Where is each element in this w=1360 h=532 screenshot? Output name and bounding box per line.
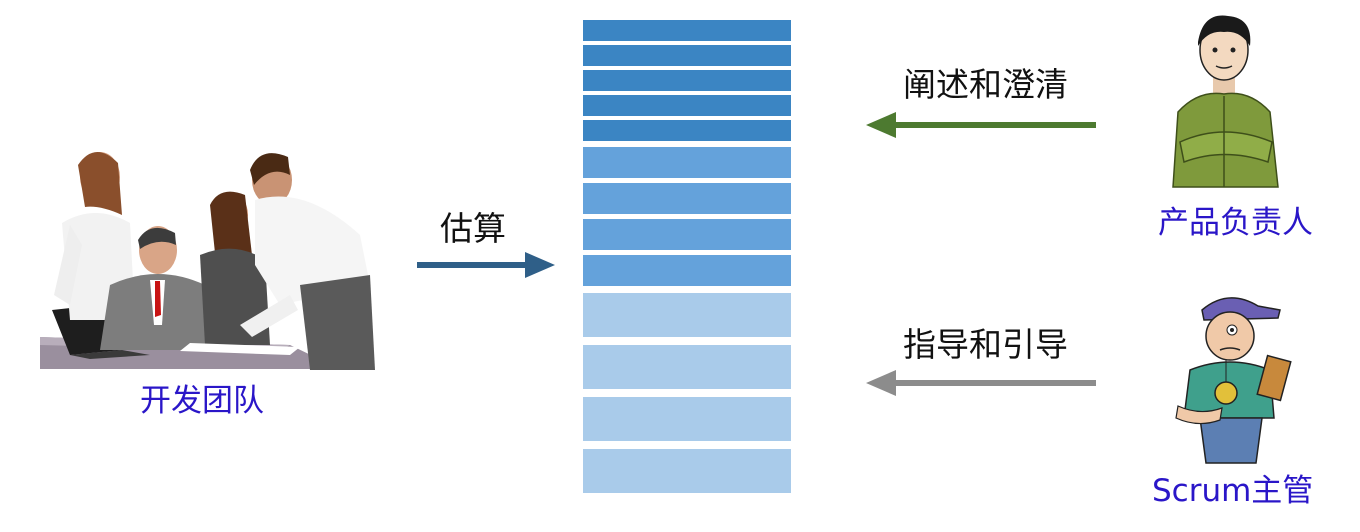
product-owner-label: 产品负责人 bbox=[1158, 205, 1313, 241]
guide-coach-label: 指导和引导 bbox=[903, 325, 1068, 364]
explain-clarify-label: 阐述和澄清 bbox=[903, 65, 1068, 104]
backlog-item bbox=[583, 20, 791, 41]
backlog-item bbox=[583, 397, 791, 441]
backlog-item bbox=[583, 120, 791, 141]
backlog-item bbox=[583, 147, 791, 178]
backlog-item bbox=[583, 45, 791, 66]
scrum-master-label: Scrum主管 bbox=[1152, 473, 1314, 509]
backlog-item bbox=[583, 70, 791, 91]
development-team-illustration bbox=[40, 151, 375, 370]
backlog-item bbox=[583, 345, 791, 389]
backlog-item bbox=[583, 183, 791, 214]
guide-coach-arrow bbox=[866, 370, 1096, 396]
explain-clarify-arrow bbox=[866, 112, 1096, 138]
backlog-item bbox=[583, 219, 791, 250]
backlog-item bbox=[583, 449, 791, 493]
backlog-item bbox=[583, 255, 791, 286]
estimate-label: 估算 bbox=[440, 209, 506, 248]
scrum-master-illustration bbox=[1175, 297, 1292, 464]
backlog-item bbox=[583, 293, 791, 337]
product-backlog bbox=[583, 0, 791, 532]
backlog-item bbox=[583, 95, 791, 116]
estimate-arrow bbox=[417, 252, 555, 278]
development-team-label: 开发团队 bbox=[140, 383, 264, 419]
product-owner-illustration bbox=[1172, 15, 1279, 188]
